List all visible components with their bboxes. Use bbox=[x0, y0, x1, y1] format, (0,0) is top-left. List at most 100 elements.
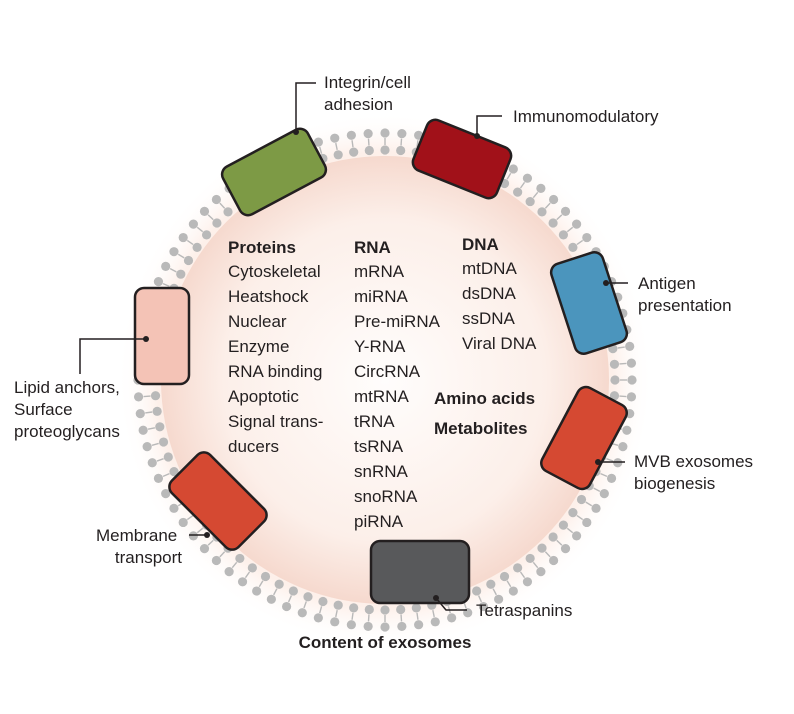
lipid-head-outer bbox=[178, 517, 188, 528]
lipid-tail bbox=[576, 514, 584, 521]
lipid-tail bbox=[219, 202, 226, 209]
membrane-proteins bbox=[133, 118, 629, 605]
amino-acids-label: Amino acids bbox=[434, 389, 535, 408]
lipid-head-inner bbox=[576, 494, 587, 505]
dna-header: DNA bbox=[462, 235, 499, 254]
lipid-head-inner bbox=[212, 218, 222, 228]
lipid-head-outer bbox=[363, 128, 373, 139]
lipid-head-outer bbox=[281, 601, 292, 612]
lipid-head-inner bbox=[558, 230, 569, 240]
lipid-head-inner bbox=[176, 269, 186, 279]
lipid-tail bbox=[258, 580, 264, 588]
lipid-head-outer bbox=[622, 425, 632, 435]
lipid-head-outer bbox=[494, 594, 504, 604]
lipid-head-inner bbox=[558, 520, 569, 530]
lipid-head-outer bbox=[536, 567, 546, 577]
lipid-tail bbox=[186, 514, 194, 521]
lipid-head-inner bbox=[537, 543, 547, 553]
lipid-tail bbox=[506, 172, 512, 180]
lipid-tail bbox=[519, 571, 526, 579]
lipid-head-outer bbox=[135, 409, 145, 419]
lipid-head-outer bbox=[582, 517, 592, 528]
lipid-head-inner bbox=[349, 147, 359, 157]
lipid-head-inner bbox=[548, 218, 558, 228]
proteins-list: Cytoskeletal Heatshock Nuclear Enzyme RN… bbox=[228, 262, 328, 456]
lipid-head-inner bbox=[318, 596, 328, 607]
lipid-head-inner bbox=[610, 375, 620, 385]
lipid-head-inner bbox=[333, 150, 343, 160]
lipid-tail bbox=[335, 142, 338, 151]
proteins-header: Proteins bbox=[228, 238, 296, 257]
lipid-head-outer bbox=[536, 183, 546, 193]
lipid-tail bbox=[156, 458, 164, 462]
lipid-tail bbox=[416, 140, 419, 148]
lipid-head-inner bbox=[380, 605, 390, 615]
label-lipid-anchors: Lipid anchors, Surface proteoglycans bbox=[14, 378, 125, 441]
lipid-tail bbox=[432, 609, 435, 618]
lipid-head-inner bbox=[472, 586, 482, 596]
label-antigen: Antigen presentation bbox=[638, 274, 732, 315]
lipid-head-inner bbox=[274, 579, 284, 589]
lipid-head-outer bbox=[237, 577, 248, 587]
lipid-head-outer bbox=[626, 392, 637, 402]
lipid-tail bbox=[162, 282, 170, 288]
lipid-head-outer bbox=[147, 458, 157, 468]
lipid-tail bbox=[273, 588, 278, 596]
lipid-tail bbox=[600, 472, 608, 478]
lipid-tail bbox=[196, 527, 204, 534]
lipid-head-outer bbox=[153, 473, 164, 484]
lipid-head-outer bbox=[582, 232, 592, 243]
lipid-head-inner bbox=[349, 603, 359, 613]
lipid-head-inner bbox=[201, 230, 212, 240]
lipid-tail bbox=[335, 609, 338, 618]
lipid-anchor-protein-icon bbox=[133, 286, 191, 386]
lipid-head-outer bbox=[625, 341, 635, 351]
lipid-tail bbox=[617, 346, 625, 349]
lipid-head-inner bbox=[380, 145, 390, 155]
lipid-tail bbox=[177, 253, 185, 259]
lipid-tail bbox=[544, 551, 551, 558]
lipid-head-inner bbox=[486, 579, 496, 589]
lipid-tail bbox=[532, 561, 539, 569]
lipid-head-inner bbox=[396, 145, 406, 156]
lipid-tail bbox=[186, 239, 194, 246]
lipid-head-inner bbox=[183, 255, 194, 266]
lipid-tail bbox=[244, 571, 251, 579]
lipid-head-outer bbox=[363, 621, 373, 632]
lipid-head-outer bbox=[138, 425, 148, 435]
protein-labels: Integrin/cell adhesion Immunomodulatory … bbox=[14, 73, 753, 620]
lipid-head-inner bbox=[303, 592, 313, 602]
exosome-lumen bbox=[161, 156, 609, 604]
label-integrin: Integrin/cell adhesion bbox=[324, 73, 416, 114]
lipid-tail bbox=[162, 472, 170, 478]
lipid-head-outer bbox=[397, 128, 407, 139]
lipid-tail bbox=[556, 539, 563, 546]
lipid-tail bbox=[606, 458, 614, 462]
tetraspanin-protein-icon bbox=[369, 539, 471, 605]
lipid-head-outer bbox=[297, 608, 307, 618]
mvb-protein-icon bbox=[540, 385, 628, 491]
lipid-head-outer bbox=[133, 392, 144, 402]
lipid-tail bbox=[319, 606, 323, 614]
lipid-head-outer bbox=[560, 543, 571, 554]
lipid-head-outer bbox=[346, 130, 356, 140]
lipid-head-outer bbox=[169, 247, 179, 257]
lipid-head-inner bbox=[609, 359, 620, 369]
lipid-head-inner bbox=[235, 553, 245, 564]
dna-list: mtDNA dsDNA ssDNA Viral DNA bbox=[462, 259, 537, 353]
lipid-head-outer bbox=[508, 164, 518, 174]
lipid-head-outer bbox=[560, 206, 571, 217]
lipid-head-inner bbox=[247, 563, 257, 573]
lipid-head-outer bbox=[188, 219, 198, 229]
lipid-head-outer bbox=[266, 594, 276, 604]
lipid-tail bbox=[351, 612, 354, 620]
lipid-head-outer bbox=[591, 503, 601, 513]
lipid-head-outer bbox=[572, 219, 582, 229]
lipid-tail bbox=[532, 191, 539, 199]
lipid-head-outer bbox=[142, 442, 152, 452]
lipid-tail bbox=[287, 595, 293, 603]
integrin-protein-icon bbox=[220, 127, 328, 217]
lipid-tail bbox=[585, 501, 593, 507]
lipid-head-inner bbox=[333, 600, 343, 610]
lipid-head-inner bbox=[158, 437, 169, 447]
